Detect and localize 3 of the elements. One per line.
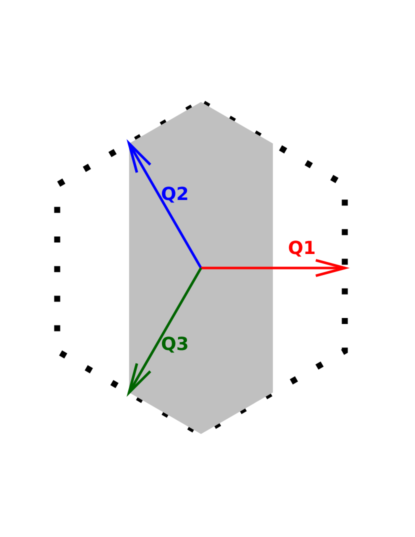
vector-label: Q2: [161, 186, 189, 204]
vector-label: Q1: [288, 240, 316, 258]
vector-label: Q3: [161, 336, 189, 354]
